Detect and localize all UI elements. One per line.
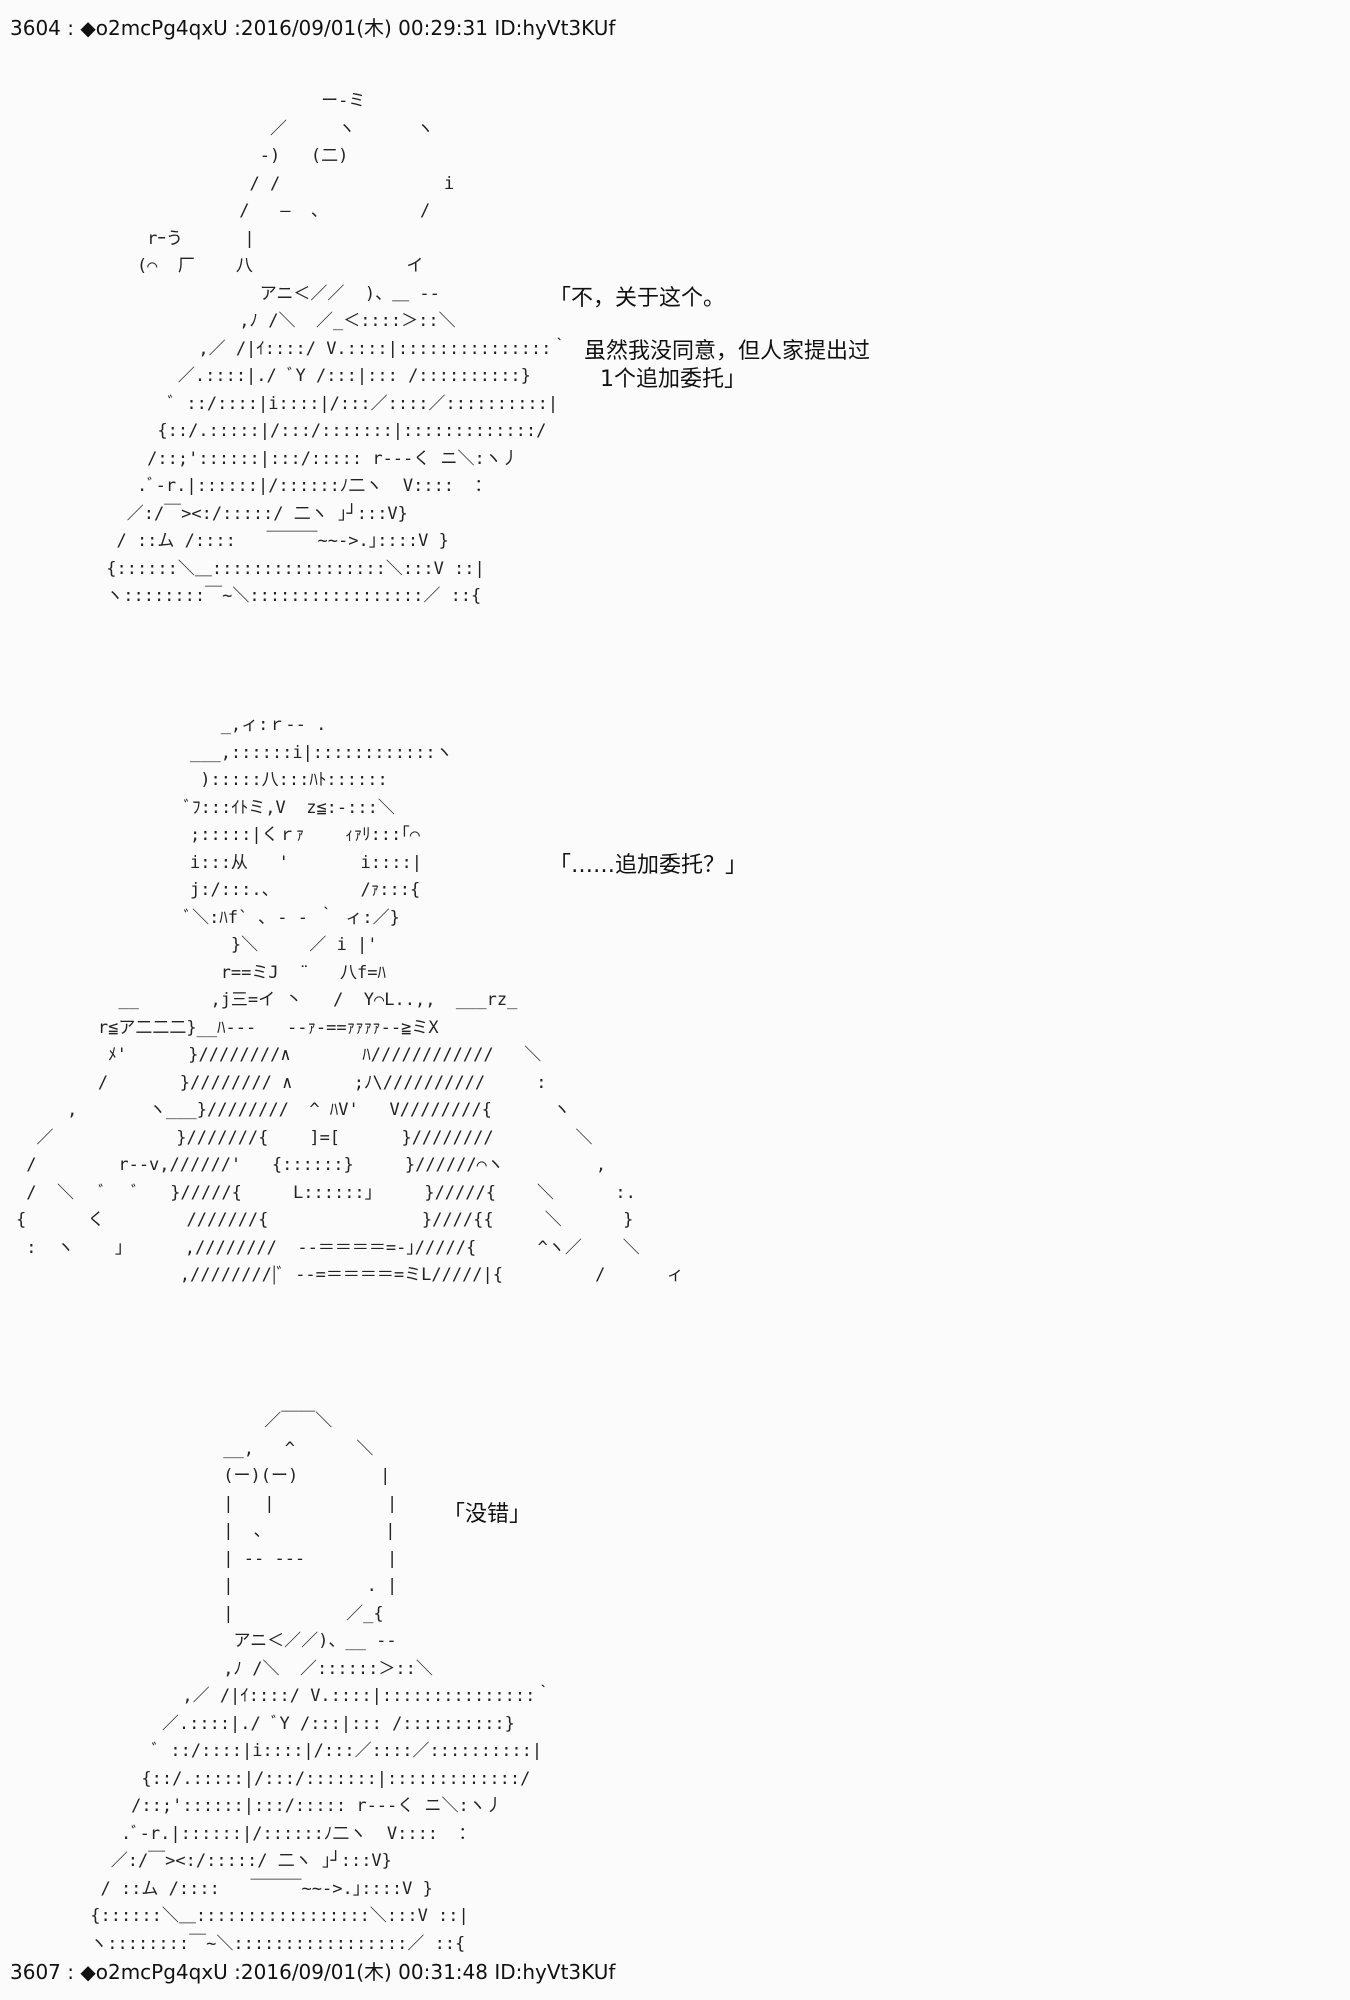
ascii-art-panel-1: ー-ミ ／ ヽ ヽ ‐) (二) / / i / ― 、 / rｰう | (⌒ … [106,91,569,606]
dialogue-line: 「……追加委托？」 [549,853,748,878]
ascii-art-panel-2: _,ィ:ｒ-- . ___,::::::i|::::::::::::ヽ ):::… [16,715,684,1285]
dialogue-line: 「不，关于这个。 [549,286,726,311]
post-header: 3607 : ◆o2mcPg4qxU :2016/09/01(木) 00:31:… [10,1960,616,1984]
ascii-art-panel-3: ／￣￣＼ __, ^ ＼ (ー)(ー) | | | | | ､ | | -- -… [90,1411,553,1954]
dialogue-line: 1个追加委托」 [600,367,746,392]
post-header: 3604 : ◆o2mcPg4qxU :2016/09/01(木) 00:29:… [10,16,616,40]
dialogue-line: 「没错」 [443,1502,532,1527]
dialogue-line: 虽然我没同意，但人家提出过 [584,339,871,364]
